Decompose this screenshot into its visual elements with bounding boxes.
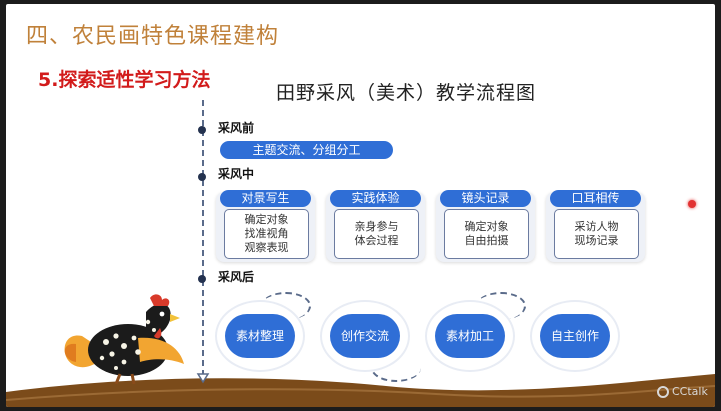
after-step-label: 素材整理 <box>225 314 295 358</box>
after-step: 素材整理 <box>215 300 305 372</box>
activity-card-title: 对景写生 <box>220 190 311 207</box>
after-step-label: 素材加工 <box>435 314 505 358</box>
activity-card-body: 采访人物 现场记录 <box>554 209 639 259</box>
activity-card-body: 亲身参与 体会过程 <box>334 209 419 259</box>
ground-decoration <box>6 374 715 407</box>
cctalk-watermark: CCtalk <box>657 385 708 398</box>
timeline-end-arrow-icon <box>196 373 210 384</box>
connector-arc <box>476 292 526 320</box>
slide-sub-title: 5.探索适性学习方法 <box>38 69 211 91</box>
after-step: 创作交流 <box>320 300 410 372</box>
timeline-dot-after <box>198 275 206 283</box>
activity-card-body: 确定对象 找准视角 观察表现 <box>224 209 309 259</box>
phase-after-label: 采风后 <box>218 270 255 284</box>
activity-card: 采访人物 现场记录 <box>546 192 645 262</box>
slide-main-title: 四、农民画特色课程建构 <box>26 24 280 49</box>
timeline-dashed-line <box>202 100 204 376</box>
rooster-illustration-icon <box>64 294 184 384</box>
after-step: 素材加工 <box>425 300 515 372</box>
phase-before-label: 采风前 <box>218 121 255 135</box>
activity-card-title: 口耳相传 <box>550 190 641 207</box>
phase-during-label: 采风中 <box>218 167 255 181</box>
timeline-dot-during <box>198 173 206 181</box>
activity-card-title: 镜头记录 <box>440 190 531 207</box>
cctalk-brand-text: CCtalk <box>672 385 708 398</box>
flowchart-title: 田野采风（美术）教学流程图 <box>276 82 537 104</box>
presentation-slide: 四、农民画特色课程建构 5.探索适性学习方法 田野采风（美术）教学流程图 采风前… <box>6 4 715 407</box>
after-step: 自主创作 <box>530 300 620 372</box>
activity-card-title: 实践体验 <box>330 190 421 207</box>
cctalk-logo-icon <box>657 385 669 398</box>
after-step-label: 创作交流 <box>330 314 400 358</box>
before-topic-pill: 主题交流、分组分工 <box>220 141 393 159</box>
connector-arc <box>261 292 311 320</box>
timeline-dot-before <box>198 126 206 134</box>
laser-pointer-dot <box>688 200 696 208</box>
activity-card-body: 确定对象 自由拍摄 <box>444 209 529 259</box>
after-step-label: 自主创作 <box>540 314 610 358</box>
activity-card: 确定对象 找准视角 观察表现 <box>216 192 315 262</box>
